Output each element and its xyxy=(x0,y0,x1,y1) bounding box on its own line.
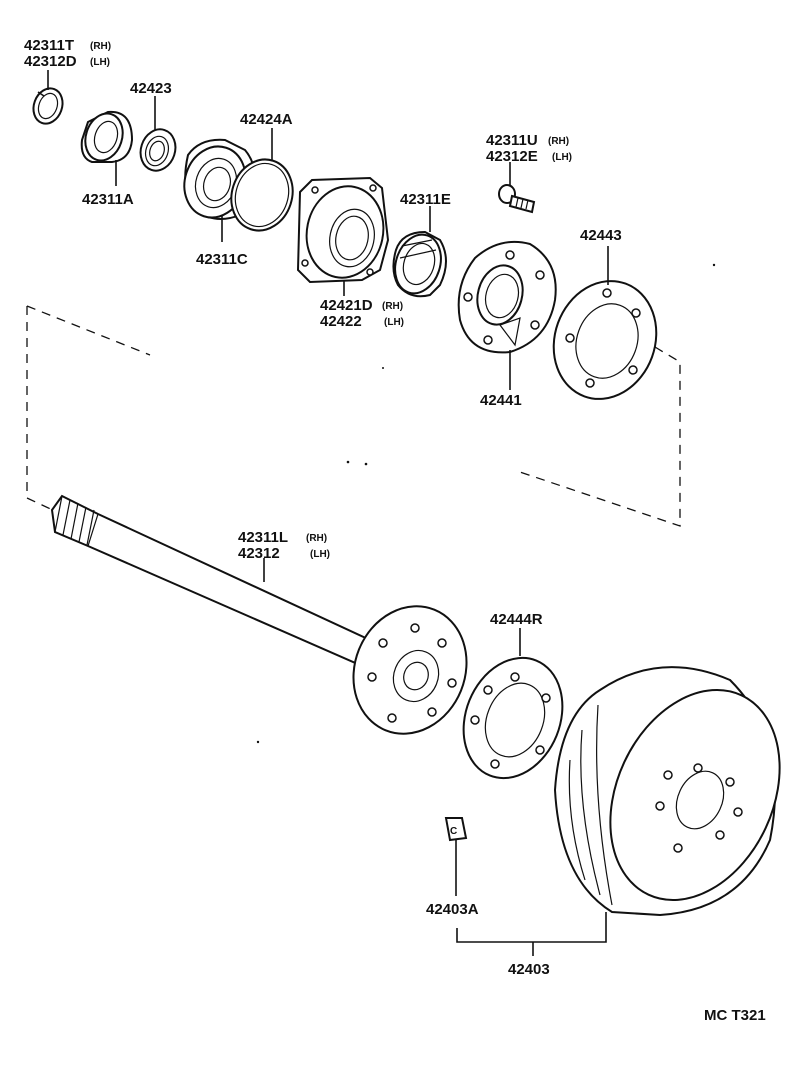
bearing-ring-42423[interactable] xyxy=(135,125,180,175)
label-42311A: 42311A xyxy=(82,191,134,208)
label-42403A: 42403A xyxy=(426,901,479,918)
hub-bolt-42311U[interactable] xyxy=(498,184,536,214)
label-42422-side: (LH) xyxy=(384,317,404,328)
label-42312E-side: (LH) xyxy=(552,152,572,163)
label-42403: 42403 xyxy=(508,961,550,978)
label-42423: 42423 xyxy=(130,80,172,97)
label-42311E: 42311E xyxy=(400,191,451,208)
label-42311U-side: (RH) xyxy=(548,136,569,147)
label-42421D-side: (RH) xyxy=(382,301,403,312)
axle-flange[interactable] xyxy=(335,589,486,751)
label-42312D: 42312D xyxy=(24,53,77,70)
part-labels: 42311T (RH) 42312D (LH) 42423 42424A 423… xyxy=(24,37,766,1024)
label-42311L-side: (RH) xyxy=(306,533,327,544)
o-ring-42424A[interactable] xyxy=(222,151,301,238)
hole-plug-mark: C xyxy=(450,826,457,837)
label-42441: 42441 xyxy=(480,392,522,409)
axle-shaft-42311L[interactable] xyxy=(50,494,372,667)
diagram-code: MC T321 xyxy=(704,1007,766,1024)
leader-lines xyxy=(47,70,609,956)
label-42421D: 42421D xyxy=(320,297,373,314)
label-42311C: 42311C xyxy=(196,251,248,268)
label-42311T: 42311T xyxy=(24,37,74,54)
seal-42311E[interactable] xyxy=(388,229,448,300)
label-42312-side: (LH) xyxy=(310,549,330,560)
hole-plug-42403A[interactable]: C xyxy=(444,817,468,842)
gasket-42443[interactable] xyxy=(537,267,672,414)
bearing-retainer-42421D[interactable] xyxy=(296,176,392,285)
gasket-42444R[interactable] xyxy=(446,643,580,793)
label-42311U: 42311U xyxy=(486,132,538,149)
alignment-dashed-lines xyxy=(26,305,681,527)
snap-ring-42311T[interactable] xyxy=(29,84,68,127)
label-42311L: 42311L xyxy=(238,529,288,546)
label-42444R: 42444R xyxy=(490,611,543,628)
label-42312E: 42312E xyxy=(486,148,538,165)
label-42422: 42422 xyxy=(320,313,362,330)
oil-seal-42311A[interactable] xyxy=(79,109,134,166)
brake-drum-42403[interactable] xyxy=(553,662,800,927)
label-42424A: 42424A xyxy=(240,111,293,128)
label-42312: 42312 xyxy=(238,545,280,562)
label-42443: 42443 xyxy=(580,227,622,244)
label-42312D-side: (LH) xyxy=(90,57,110,68)
backing-plate-42441[interactable] xyxy=(457,240,557,354)
label-42311T-side: (RH) xyxy=(90,41,111,52)
scan-specks xyxy=(256,263,716,744)
